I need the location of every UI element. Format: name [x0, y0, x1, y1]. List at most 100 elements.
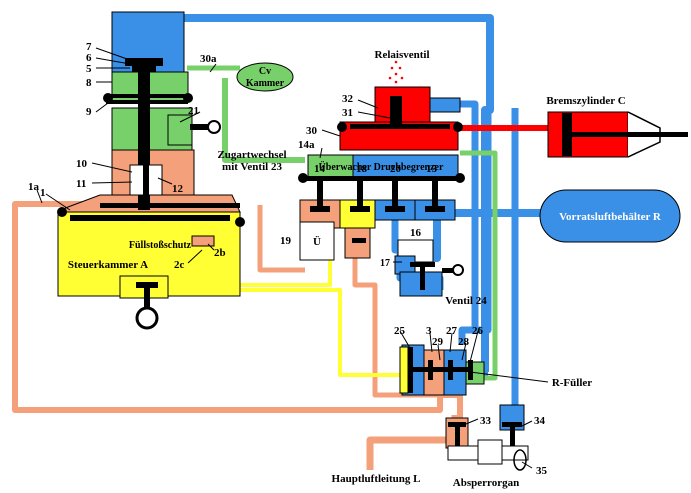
valve-14-plate — [310, 206, 330, 212]
r-fueller-piston-black — [408, 347, 413, 393]
orange-plate-lever — [70, 215, 230, 221]
relaisventil-label: Relaisventil — [375, 49, 430, 61]
valve-24-plate — [410, 262, 435, 267]
label-14: 14 — [314, 163, 326, 175]
valve-21-block — [167, 114, 193, 146]
label-31: 31 — [342, 107, 353, 119]
steuerkammer-valve-stem — [144, 288, 150, 310]
label-2c: 2c — [174, 259, 185, 271]
valves-33-35 — [445, 404, 529, 471]
brake-cylinder-rod — [572, 132, 688, 137]
relay-bead-right — [453, 122, 463, 132]
label-26: 26 — [472, 325, 484, 337]
valve-12-stem — [143, 160, 149, 200]
r-fueller-valve-c — [468, 360, 473, 380]
valve-24-stem — [420, 262, 425, 290]
ueberwacher-label: Überwacher Druckbegrenzer — [319, 160, 444, 173]
valve-15-stem — [432, 180, 438, 212]
orange-pipe-center — [352, 250, 440, 398]
brake-cylinder-piston — [562, 113, 572, 156]
reservoir-tank — [539, 189, 681, 243]
lever-right-bead — [235, 217, 245, 227]
vorratsluftbehaelter-r: Vorratsluftbehälter R — [539, 189, 681, 243]
steuerkammer-handle-ring — [135, 306, 159, 330]
label-1a: 1a — [28, 181, 40, 193]
cv-kammer-tank — [236, 62, 294, 92]
label-35: 35 — [536, 465, 548, 477]
diaphragm-left-bead — [103, 93, 113, 103]
orange-plate-lever-2 — [100, 203, 240, 208]
label-27: 27 — [446, 325, 458, 337]
cv-kammer: Cv Kammer — [236, 62, 294, 92]
cv-kammer-label-1: Cv — [259, 66, 271, 77]
label-11: 11 — [76, 178, 86, 190]
r-fueller-rod — [413, 367, 473, 372]
leader-lines — [36, 47, 549, 469]
valve-21-knob — [207, 120, 221, 134]
valve-24-knob — [452, 264, 464, 276]
label-30: 30 — [306, 125, 318, 137]
zugartwechsel-label-2: mit Ventil 23 — [222, 161, 282, 173]
diaphragm-8 — [106, 94, 188, 98]
cv-kammer-label-2: Kammer — [246, 78, 285, 89]
row-diaphragm — [300, 176, 462, 181]
label-14a: 14a — [298, 139, 315, 151]
number-labels: 7 6 5 8 9 21 30a 10 11 12 1a 1 2b 2c 32 … — [28, 41, 548, 477]
stem-cap-2 — [132, 66, 156, 72]
r-fueller-label: R-Füller — [552, 377, 592, 389]
label-32: 32 — [342, 93, 354, 105]
valve-33-stem — [455, 427, 460, 449]
label-10: 10 — [76, 158, 88, 170]
diaphragm-right-bead — [183, 93, 193, 103]
label-28: 28 — [458, 336, 470, 348]
orange-pipe-main-bottom — [366, 415, 459, 470]
label-8: 8 — [86, 77, 92, 89]
label-19: 19 — [280, 235, 292, 247]
valve-16-24 — [394, 239, 464, 297]
zugartwechsel-label-1: Zugartwechsel — [217, 149, 286, 161]
valve-18-stem — [357, 180, 363, 212]
label-20: 20 — [390, 163, 402, 175]
orange-pipe-to-19 — [257, 205, 305, 273]
r-fueller-valve-b — [448, 360, 453, 380]
valve-34-stem — [510, 427, 515, 449]
orange-main-line-left — [12, 201, 443, 413]
bremszylinder-label: Bremszylinder C — [546, 95, 625, 107]
label-16: 16 — [410, 227, 422, 239]
valve-14-stem — [317, 180, 323, 212]
valve-20-plate — [385, 206, 405, 212]
diaphragm-9 — [106, 100, 188, 104]
label-5: 5 — [86, 63, 92, 75]
ventil24-label: Ventil 24 — [445, 295, 487, 307]
relay-diaphragm — [350, 124, 450, 129]
stem-top-cap — [125, 58, 163, 66]
ue-label: Ü — [313, 235, 321, 248]
valve-20-stem — [392, 180, 398, 212]
r-fueller — [399, 344, 485, 396]
absperrorgan-box — [477, 439, 503, 465]
fuellstossschutz-label: Füllstoßschutz — [129, 240, 192, 251]
relay-stem — [390, 96, 402, 126]
valve-18-lower — [352, 238, 366, 243]
valve-33-plate — [448, 422, 466, 427]
r-fueller-valve-a — [428, 360, 433, 380]
label-34: 34 — [534, 415, 546, 427]
label-33: 33 — [480, 415, 492, 427]
fuellstossschutz-block — [191, 235, 215, 247]
valve-18-plate — [350, 206, 370, 212]
label-3: 3 — [426, 325, 432, 337]
reservoir-label: Vorratsluftbehälter R — [559, 211, 662, 223]
ueberwacher-druckbegrenzer: Ü Überwacher Druckbegrenzer — [298, 154, 465, 261]
r-fueller-piston — [399, 346, 409, 394]
label-9: 9 — [86, 106, 92, 118]
steuerkammer-label: Steuerkammer A — [68, 259, 148, 271]
lever-left-bead — [57, 207, 67, 217]
ue-box — [299, 221, 335, 261]
absperrorgan-label: Absperrorgan — [453, 477, 519, 489]
label-15: 15 — [426, 163, 438, 175]
relay-exhaust-dots — [388, 60, 404, 84]
relay-valve — [337, 60, 463, 151]
valve-15-plate — [425, 206, 445, 212]
relay-red-top — [374, 86, 431, 123]
green-pipe-to-14a — [222, 78, 305, 163]
